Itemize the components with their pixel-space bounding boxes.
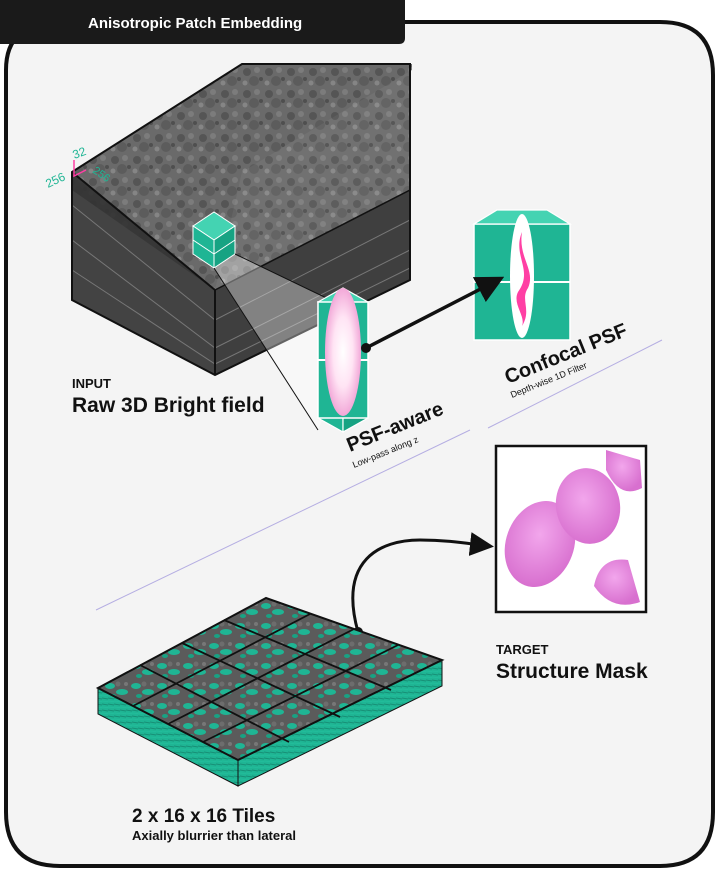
confocal-psf-block [471, 209, 573, 341]
psf-arrow [365, 276, 505, 350]
header-title: Anisotropic Patch Embedding [88, 15, 302, 32]
dim-depth-label: 32 [71, 144, 89, 162]
divider-top [487, 339, 663, 429]
volume-side-face [215, 190, 410, 375]
confocal-psf-icon [516, 232, 531, 326]
input-title: Raw 3D Bright field [72, 394, 265, 417]
target-title: Structure Mask [496, 660, 648, 683]
tile-slab [95, 596, 445, 787]
input-tag: INPUT [72, 376, 111, 391]
header-tab [0, 0, 405, 44]
psf-lens-icon [325, 288, 361, 416]
target-image [494, 444, 648, 614]
patch-cube-icon [192, 211, 236, 269]
psf-aware-block [316, 287, 370, 434]
target-arrow [351, 532, 494, 633]
mask-cells [504, 450, 642, 605]
target-tag: TARGET [496, 642, 549, 657]
tile-top-face [98, 598, 442, 760]
tiles-title: 2 x 16 x 16 Tiles [132, 806, 275, 827]
volume-front-face [72, 172, 215, 375]
raw-volume [71, 63, 412, 377]
divider-bottom [95, 429, 471, 611]
tiles-subtitle: Axially blurrier than lateral [132, 828, 296, 843]
tile-grid [132, 613, 399, 743]
